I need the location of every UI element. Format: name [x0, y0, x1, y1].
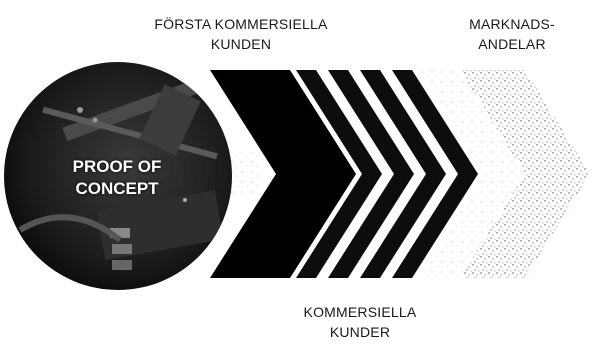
first-commercial-customer-label: FÖRSTA KOMMERSIELLA KUNDEN [110, 14, 372, 54]
commercial-customers-label: KOMMERSIELLA KUNDER [226, 302, 494, 342]
proof-of-concept-label: PROOF OF CONCEPT [22, 156, 212, 200]
market-share-label: MARKNADS- ANDELAR [432, 14, 592, 54]
